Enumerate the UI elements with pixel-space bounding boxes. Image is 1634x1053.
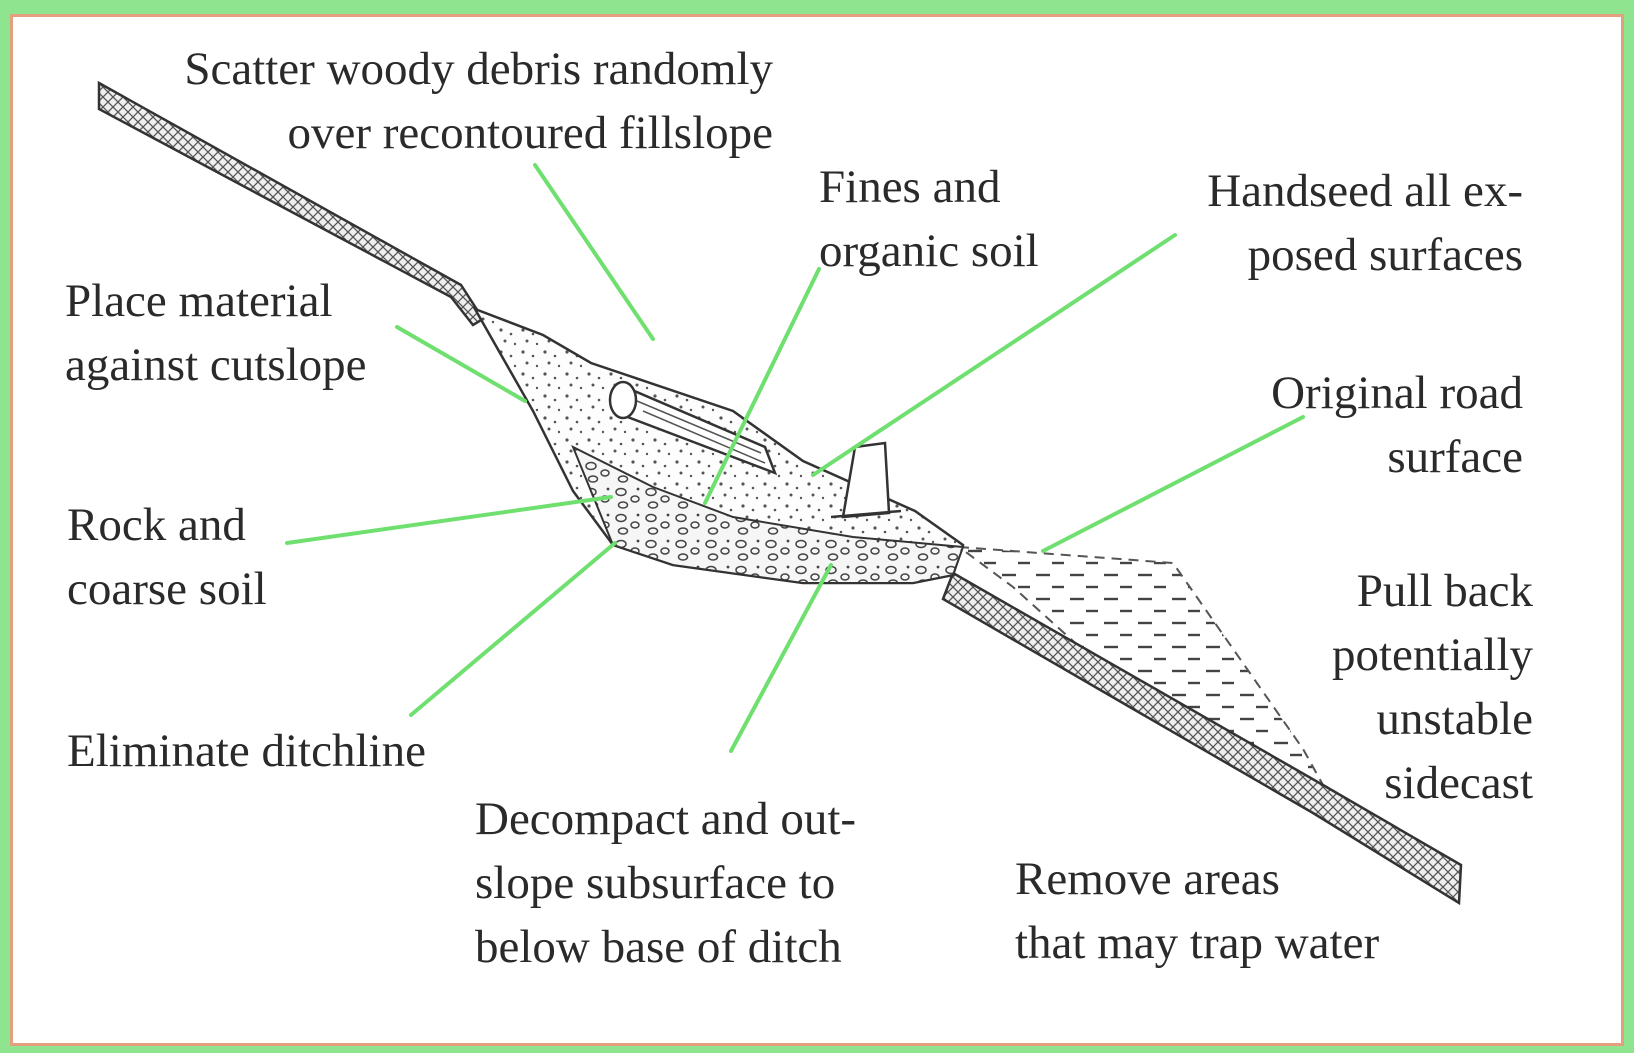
label-handseed: Handseed all ex- posed surfaces	[1123, 159, 1523, 287]
label-place-material-line-2: against cutslope	[65, 333, 367, 397]
label-place-material: Place material against cutslope	[65, 269, 367, 397]
label-eliminate-ditch-line-1: Eliminate ditchline	[67, 719, 426, 783]
label-scatter-debris-line-1: Scatter woody debris randomly	[113, 37, 773, 101]
leader-decompact	[731, 565, 831, 751]
leader-rock-coarse	[287, 497, 611, 543]
label-original-road: Original road surface	[1163, 361, 1523, 489]
label-remove-areas-line-1: Remove areas	[1015, 847, 1379, 911]
label-decompact-line-3: below base of ditch	[475, 915, 856, 979]
label-rock-coarse-line-1: Rock and	[67, 493, 267, 557]
label-handseed-line-1: Handseed all ex-	[1123, 159, 1523, 223]
label-place-material-line-1: Place material	[65, 269, 367, 333]
label-original-road-line-1: Original road	[1163, 361, 1523, 425]
label-scatter-debris: Scatter woody debris randomly over recon…	[113, 37, 773, 165]
label-pull-back: Pull back potentially unstable sidecast	[1243, 559, 1533, 815]
label-rock-coarse-line-2: coarse soil	[67, 557, 267, 621]
label-fines-soil: Fines and organic soil	[819, 155, 1039, 283]
label-eliminate-ditch: Eliminate ditchline	[67, 719, 426, 783]
label-decompact-line-2: slope subsurface to	[475, 851, 856, 915]
label-decompact: Decompact and out- slope subsurface to b…	[475, 787, 856, 979]
label-remove-areas: Remove areas that may trap water	[1015, 847, 1379, 975]
label-handseed-line-2: posed surfaces	[1123, 223, 1523, 287]
label-scatter-debris-line-2: over recontoured fillslope	[113, 101, 773, 165]
diagram-panel: Scatter woody debris randomly over recon…	[10, 14, 1624, 1046]
label-fines-soil-line-1: Fines and	[819, 155, 1039, 219]
label-decompact-line-1: Decompact and out-	[475, 787, 856, 851]
label-rock-coarse: Rock and coarse soil	[67, 493, 267, 621]
leader-scatter-debris	[535, 165, 653, 339]
label-pull-back-line-3: unstable	[1243, 687, 1533, 751]
label-pull-back-line-1: Pull back	[1243, 559, 1533, 623]
label-fines-soil-line-2: organic soil	[819, 219, 1039, 283]
label-remove-areas-line-2: that may trap water	[1015, 911, 1379, 975]
leader-eliminate-ditch	[411, 543, 615, 715]
label-pull-back-line-4: sidecast	[1243, 751, 1533, 815]
label-pull-back-line-2: potentially	[1243, 623, 1533, 687]
label-original-road-line-2: surface	[1163, 425, 1523, 489]
